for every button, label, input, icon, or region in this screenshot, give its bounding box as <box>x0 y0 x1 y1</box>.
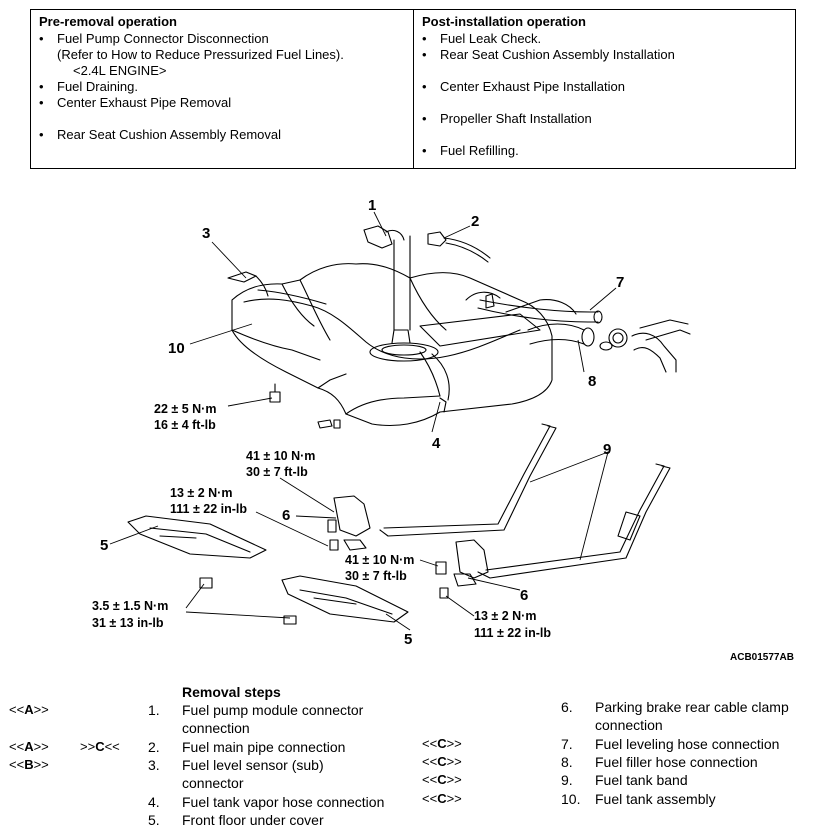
callout-8: 8 <box>588 373 596 390</box>
callout-5-left: 5 <box>100 537 108 554</box>
callout-10: 10 <box>168 340 185 357</box>
connector-part-1 <box>363 225 405 331</box>
fuel-tank-exploded-diagram: 1 2 3 4 5 6 7 8 9 10 5 6 22 ± 5 N·m 16 ±… <box>92 197 794 663</box>
callout-1: 1 <box>368 197 376 214</box>
step-text-6a: Parking brake rear cable clamp <box>595 699 789 715</box>
callout-3: 3 <box>202 225 210 242</box>
pre-removal-item-engine: <2.4L ENGINE> <box>73 63 167 78</box>
fuel-pump-module-drawing <box>369 329 450 401</box>
step-number-9: 9. <box>561 772 573 788</box>
leveling-hose-part-7 <box>477 293 603 324</box>
torque-13nm-left: 13 ± 2 N·m <box>170 486 232 500</box>
callout-5-right: 5 <box>404 631 412 648</box>
step-text-8: Fuel filler hose connection <box>595 754 758 770</box>
callout-labels: 1 2 3 4 5 6 7 8 9 10 5 6 <box>100 197 624 648</box>
step-text-3a: Fuel level sensor (sub) <box>182 757 324 773</box>
removal-steps-title: Removal steps <box>182 684 281 700</box>
torque-30ftlb-upper: 30 ± 7 ft-lb <box>246 465 308 479</box>
ref-step-10: <<C>> <box>422 791 462 806</box>
pre-removal-item-note: (Refer to How to Reduce Pressurized Fuel… <box>57 47 344 62</box>
torque-30ftlb-lower: 30 ± 7 ft-lb <box>345 569 407 583</box>
callout-2: 2 <box>471 213 479 230</box>
operations-table: Pre-removal operation •Fuel Pump Connect… <box>30 9 796 169</box>
post-installation-title: Post-installation operation <box>422 14 586 29</box>
sensor-connector-part-3 <box>227 271 269 297</box>
ref-step-2-installation: >>C<< <box>80 739 120 754</box>
step-text-1a: Fuel pump module connector <box>182 702 364 718</box>
step-text-6b: connection <box>595 717 663 733</box>
step-text-7: Fuel leveling hose connection <box>595 736 780 752</box>
torque-3-5nm: 3.5 ± 1.5 N·m <box>92 599 168 613</box>
step-number-6: 6. <box>561 699 573 715</box>
step-number-5: 5. <box>148 812 160 828</box>
callout-4: 4 <box>432 435 441 452</box>
callout-6-right: 6 <box>520 587 528 604</box>
ref-step-7: <<C>> <box>422 736 462 751</box>
vapor-hose-part-4 <box>317 397 447 429</box>
step-text-9: Fuel tank band <box>595 772 688 788</box>
step-number-7: 7. <box>561 736 573 752</box>
callout-6-left: 6 <box>282 507 290 524</box>
step-text-10: Fuel tank assembly <box>595 791 716 807</box>
step-number-8: 8. <box>561 754 573 770</box>
leader-lines <box>109 211 617 631</box>
brake-cable-clamp-part-6-right <box>435 539 489 599</box>
pre-removal-column: Pre-removal operation •Fuel Pump Connect… <box>31 10 414 168</box>
torque-31inlb: 31 ± 13 in-lb <box>92 616 164 630</box>
bolt-22nm <box>269 383 281 403</box>
step-text-2: Fuel main pipe connection <box>182 739 346 755</box>
tank-band-part-9 <box>379 423 671 579</box>
torque-111inlb-right: 111 ± 22 in-lb <box>474 626 551 640</box>
brake-cable-clamp-part-6-left <box>327 495 371 551</box>
figure-code: ACB01577AB <box>730 652 794 663</box>
floor-under-cover-part-5-right <box>281 575 409 625</box>
pre-removal-title: Pre-removal operation <box>39 14 177 29</box>
torque-13nm-right: 13 ± 2 N·m <box>474 609 536 623</box>
fuel-main-pipe-part-2 <box>409 231 491 331</box>
torque-111inlb-left: 111 ± 22 in-lb <box>170 502 247 516</box>
step-text-5: Front floor under cover <box>182 812 324 828</box>
step-number-2: 2. <box>148 739 160 755</box>
torque-41nm-upper: 41 ± 10 N·m <box>246 449 315 463</box>
torque-22nm: 22 ± 5 N·m <box>154 402 216 416</box>
ref-step-9: <<C>> <box>422 772 462 787</box>
floor-under-cover-part-5-left <box>127 515 267 589</box>
ref-step-8: <<C>> <box>422 754 462 769</box>
step-number-1: 1. <box>148 702 160 718</box>
ref-step-2-removal: <<A>> <box>9 739 49 754</box>
ref-step-3: <<B>> <box>9 757 49 772</box>
callout-7: 7 <box>616 274 624 291</box>
step-number-3: 3. <box>148 757 160 773</box>
step-number-10: 10. <box>561 791 581 807</box>
callout-9: 9 <box>603 441 611 458</box>
step-text-4: Fuel tank vapor hose connection <box>182 794 385 810</box>
filler-hose-part-8 <box>527 319 691 373</box>
torque-41nm-lower: 41 ± 10 N·m <box>345 553 414 567</box>
torque-specs: 22 ± 5 N·m 16 ± 4 ft-lb 41 ± 10 N·m 30 ±… <box>92 402 551 640</box>
step-number-4: 4. <box>148 794 160 810</box>
torque-16ftlb: 16 ± 4 ft-lb <box>154 418 216 432</box>
fuel-tank-drawing <box>231 263 577 427</box>
step-text-1b: connection <box>182 720 250 736</box>
step-text-3b: connector <box>182 775 244 791</box>
post-installation-column: Post-installation operation •Fuel Leak C… <box>414 10 795 168</box>
ref-step-1: <<A>> <box>9 702 49 717</box>
